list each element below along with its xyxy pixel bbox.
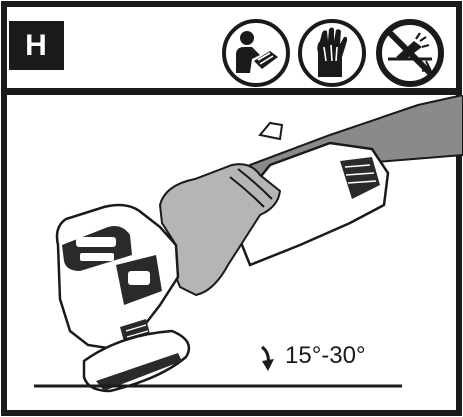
- grinding-disc: [96, 353, 182, 391]
- wear-gloves-icon: [298, 19, 366, 87]
- step-label: H: [9, 21, 64, 70]
- battery-pack: [340, 157, 380, 199]
- wheel-guard: [82, 329, 191, 393]
- read-manual-icon: [222, 19, 290, 87]
- angle-label: 15°-30°: [285, 342, 366, 369]
- side-handle-socket: [62, 226, 132, 271]
- grinder-illustration: [34, 95, 463, 393]
- no-clamping-icon: [376, 19, 444, 87]
